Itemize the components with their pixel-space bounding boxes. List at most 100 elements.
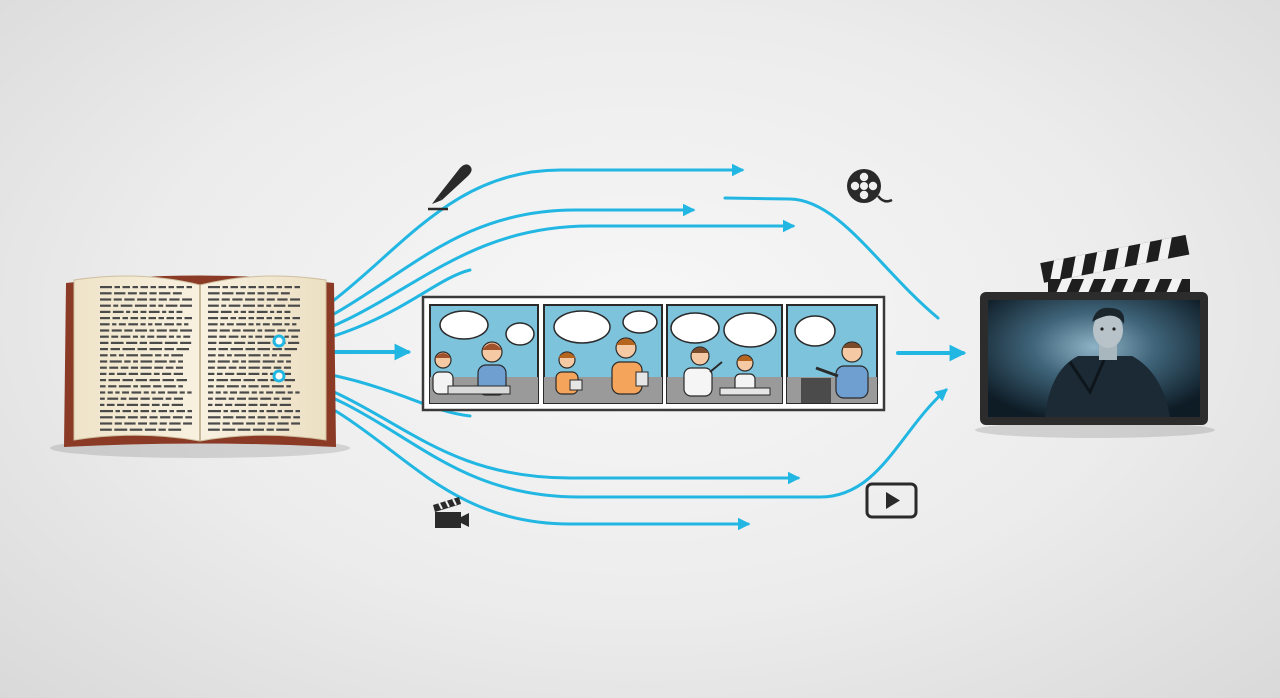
book-text-line xyxy=(162,403,170,406)
book-text-line xyxy=(286,360,291,363)
book-text-line xyxy=(151,391,156,394)
book-text-line xyxy=(292,323,297,326)
book-text-line xyxy=(158,317,164,320)
book-text-line xyxy=(236,372,246,375)
book-text-line xyxy=(277,422,289,425)
book-text-line xyxy=(257,298,265,301)
speech-bubble xyxy=(723,312,777,348)
book-text-line xyxy=(122,391,129,394)
book-text-line xyxy=(140,323,146,326)
book-text-line xyxy=(234,341,246,344)
book-text-line xyxy=(118,385,131,388)
book-text-line xyxy=(137,348,147,351)
book-text-line xyxy=(243,329,255,332)
book-text-line xyxy=(126,403,138,406)
book-text-line xyxy=(208,304,219,307)
book-text-line xyxy=(266,298,275,301)
book-text-line xyxy=(149,348,162,351)
book-text-line xyxy=(100,354,108,357)
book-text-line xyxy=(208,329,218,332)
book-text-line xyxy=(267,292,279,295)
book-text-line xyxy=(176,335,181,338)
book-text-line xyxy=(183,422,192,425)
book-text-line xyxy=(120,366,129,369)
book-text-line xyxy=(140,403,150,406)
speech-bubble xyxy=(505,322,535,346)
book-text-line xyxy=(221,304,227,307)
book-text-line xyxy=(248,335,253,338)
book-text-line xyxy=(133,385,138,388)
book-text-line xyxy=(176,348,189,351)
book-text-line xyxy=(122,286,130,289)
open-book xyxy=(50,275,350,458)
book-text-line xyxy=(248,317,254,320)
speech-bubble xyxy=(794,315,836,347)
book-text-line xyxy=(173,397,183,400)
book-text-line xyxy=(175,366,183,369)
book-text-line xyxy=(284,317,290,320)
book-text-line xyxy=(291,335,299,338)
book-text-line xyxy=(257,304,264,307)
book-text-line xyxy=(179,304,192,307)
book-text-line xyxy=(158,286,166,289)
book-text-line xyxy=(288,341,300,344)
book-text-line xyxy=(171,354,183,357)
book-text-line xyxy=(150,286,156,289)
book-text-line xyxy=(169,329,178,332)
book-text-line xyxy=(208,385,214,388)
book-text-line xyxy=(151,403,160,406)
book-text-line xyxy=(288,329,300,332)
book-text-line xyxy=(155,354,162,357)
book-text-line xyxy=(156,329,167,332)
book-text-line xyxy=(114,428,128,431)
play-button-icon[interactable] xyxy=(865,482,918,519)
book-text-line xyxy=(266,410,275,413)
book-text-line xyxy=(100,428,112,431)
book-text-line xyxy=(248,360,261,363)
book-text-line xyxy=(120,397,127,400)
book-text-line xyxy=(234,403,246,406)
book-text-line xyxy=(128,397,138,400)
book-text-line xyxy=(178,385,183,388)
book-text-line xyxy=(165,304,178,307)
book-text-line xyxy=(112,323,117,326)
book-text-line xyxy=(241,410,246,413)
book-text-line xyxy=(140,372,152,375)
book-text-line xyxy=(139,341,147,344)
book-text-line xyxy=(147,335,155,338)
book-text-line xyxy=(187,410,192,413)
book-text-line xyxy=(126,310,131,313)
book-text-line xyxy=(127,292,137,295)
speech-bubble xyxy=(439,310,489,340)
book-text-line xyxy=(100,410,113,413)
book-text-line xyxy=(128,372,138,375)
screen-shadow xyxy=(975,422,1215,438)
book-text-line xyxy=(280,416,291,419)
book-text-line xyxy=(140,310,147,313)
book-text-line xyxy=(238,366,246,369)
book-text-line xyxy=(277,329,286,332)
book-text-line xyxy=(117,372,127,375)
book-text-line xyxy=(186,286,192,289)
book-text-line xyxy=(114,292,126,295)
book-text-line xyxy=(100,422,113,425)
film-reel-icon xyxy=(847,169,893,203)
book-text-line xyxy=(261,385,270,388)
book-text-line xyxy=(248,416,255,419)
book-text-line xyxy=(159,292,171,295)
book-text-line xyxy=(284,410,293,413)
character-boy xyxy=(611,337,643,395)
book-text-line xyxy=(137,298,147,301)
book-text-line xyxy=(109,360,122,363)
book-text-line xyxy=(129,428,143,431)
book-text-line xyxy=(140,385,151,388)
book-text-line xyxy=(100,348,108,351)
book-text-line xyxy=(151,410,156,413)
book-text-line xyxy=(268,416,279,419)
book-text-line xyxy=(100,304,111,307)
book-text-line xyxy=(208,348,216,351)
book-text-line xyxy=(208,360,216,363)
book-text-line xyxy=(152,397,164,400)
book-text-line xyxy=(208,379,214,382)
book-text-line xyxy=(169,360,176,363)
